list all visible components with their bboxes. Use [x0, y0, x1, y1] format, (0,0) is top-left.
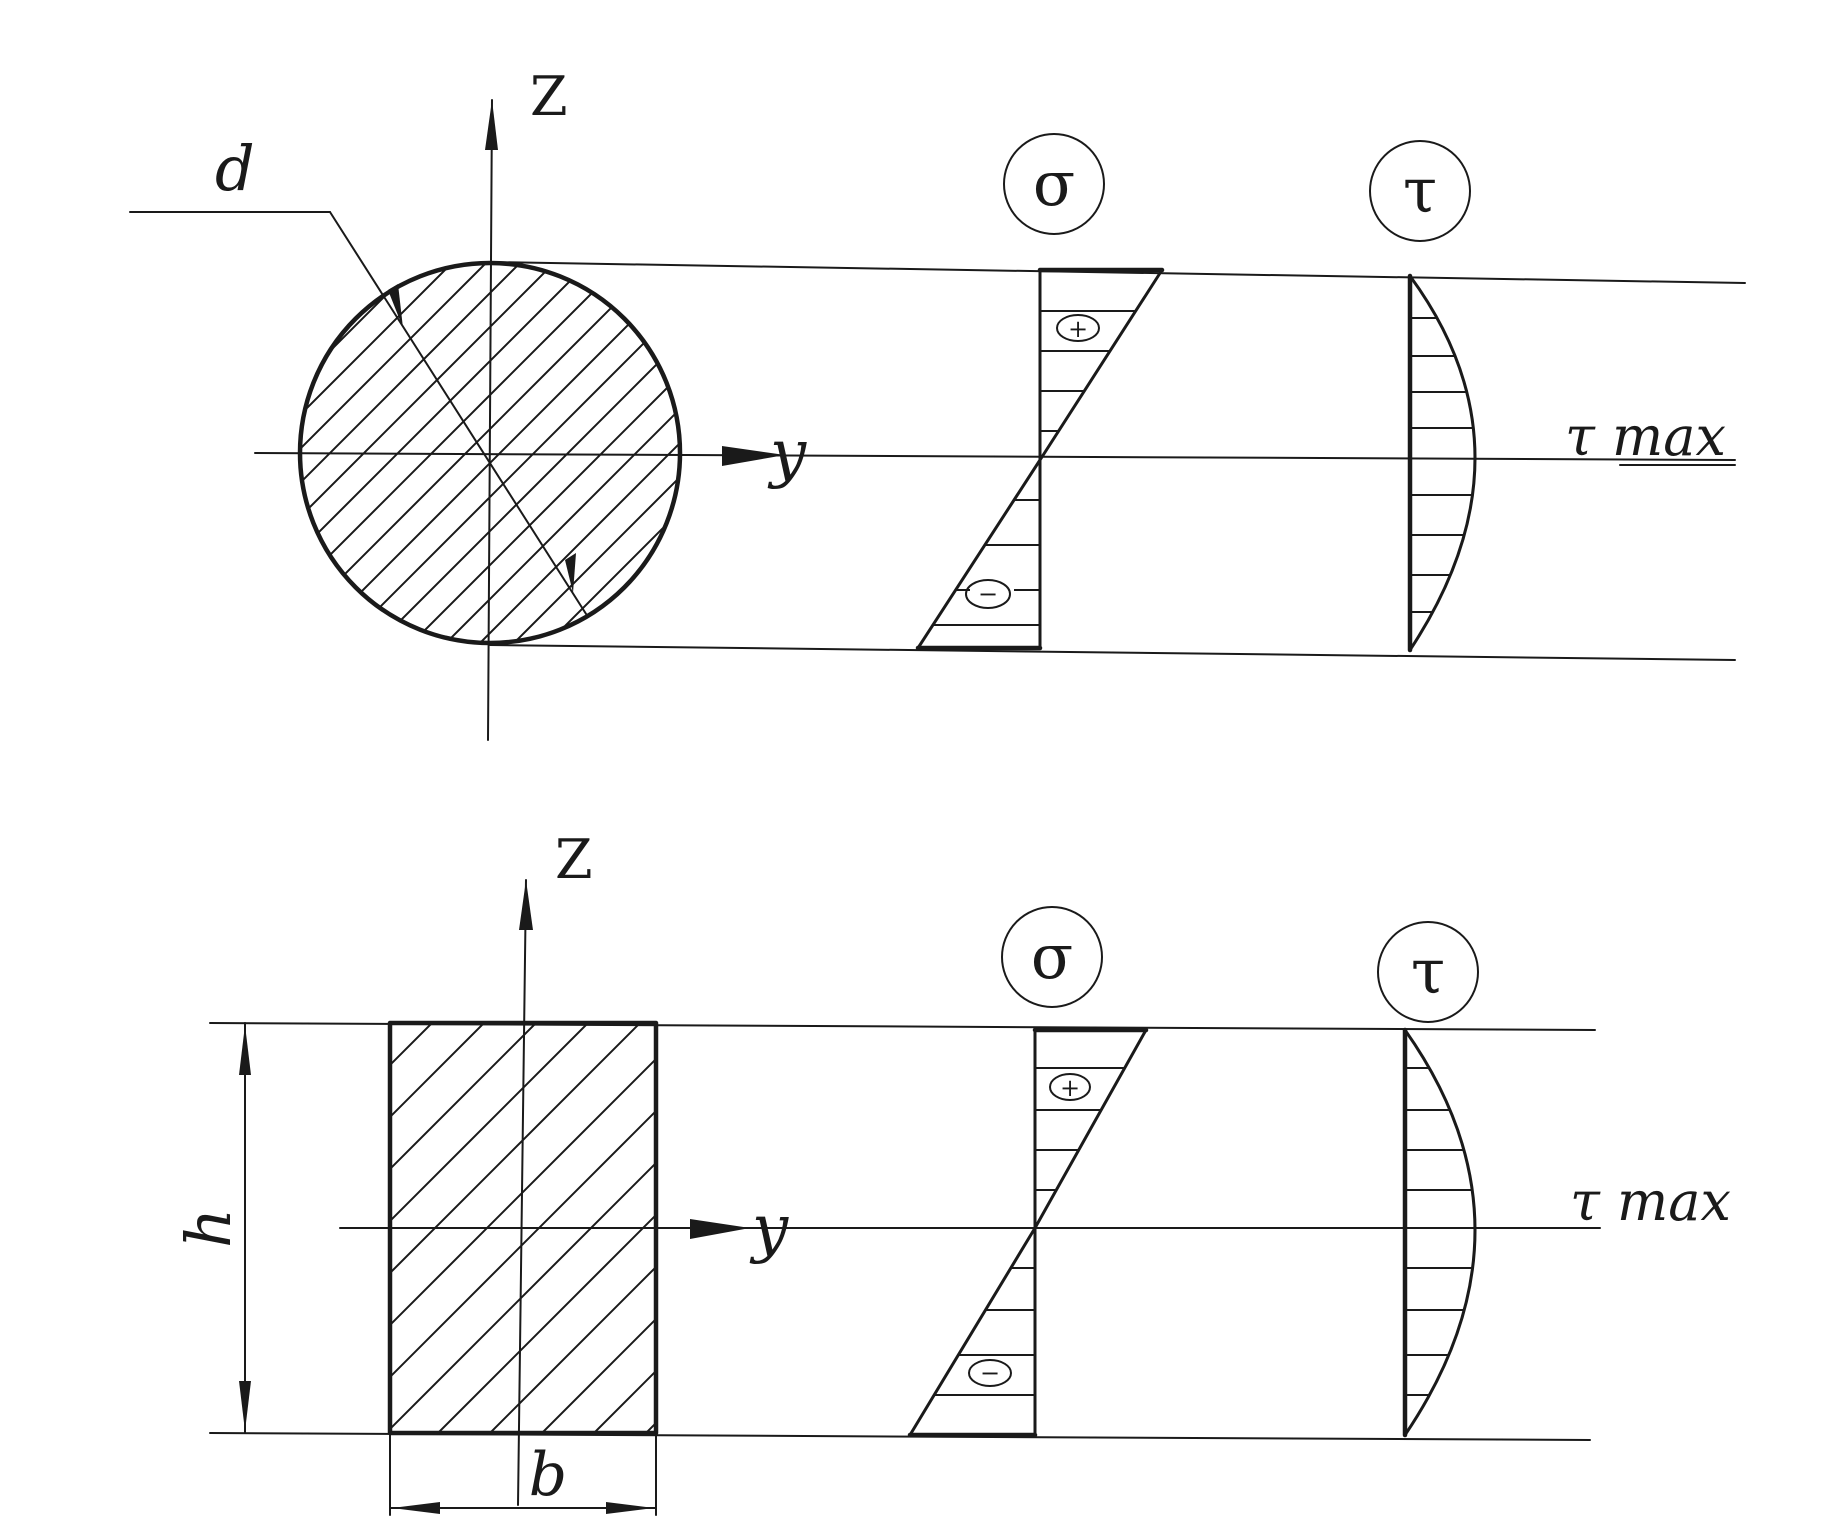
hatch-line: [390, 1057, 656, 1327]
hatch-line: [390, 1023, 642, 1275]
sigma-symbol-circle: [1003, 133, 1105, 235]
tau-max-label: τ max: [1565, 405, 1726, 468]
minus-sign-circle: [965, 579, 1011, 609]
diameter-label: d: [215, 132, 255, 205]
tau-symbol-circle: [1369, 140, 1471, 242]
hatch-line: [506, 263, 680, 643]
hatch-line: [390, 1161, 656, 1431]
diameter-arrow-upper-icon: [388, 284, 403, 328]
tau-diagram-bottom: τ τ max: [1377, 921, 1731, 1438]
sigma-symbol-circle-rect: [1001, 906, 1103, 1008]
z-axis-label-rect: Z: [555, 828, 593, 891]
sigma-outline-negative-rect: [908, 1226, 1037, 1437]
hatch-line: [300, 263, 597, 643]
hatch-line: [1051, 255, 1446, 650]
hatch-line: [540, 1317, 656, 1433]
minus-sign-circle-rect: [968, 1359, 1012, 1387]
y-axis-label: y: [767, 417, 807, 491]
z-axis-arrow-icon: [485, 100, 498, 150]
neutral-axis-line: [254, 452, 1736, 461]
z-axis: [487, 99, 493, 741]
sigma-diagram-bottom: σ + −: [907, 906, 1149, 1438]
tau-max-label-rect: τ max: [1570, 1170, 1731, 1233]
width-arrow-left-icon: [392, 1502, 440, 1514]
tau-symbol: τ: [1403, 154, 1437, 227]
sigma-symbol: σ: [1033, 147, 1075, 220]
hatch-line: [300, 263, 495, 643]
plus-sign-circle: [1056, 314, 1100, 342]
height-arrow-bottom-icon: [239, 1381, 251, 1431]
sigma-outline-positive: [1038, 268, 1164, 462]
hatch-line: [488, 1265, 656, 1433]
tau-parabola-top: [1408, 274, 1477, 652]
plus-sign-rect: +: [1060, 1074, 1080, 1102]
hatch-line: [370, 263, 680, 643]
plus-sign-circle-rect: [1049, 1073, 1091, 1101]
height-arrow-top-icon: [239, 1025, 251, 1075]
sigma-symbol-rect: σ: [1031, 920, 1073, 993]
hatch-line: [608, 263, 680, 643]
y-axis-arrow-icon: [722, 446, 785, 466]
y-axis-arrow-rect-icon: [690, 1219, 750, 1239]
sigma-outline-positive-rect: [1033, 1028, 1148, 1230]
diameter-arrow-lower-icon: [565, 553, 576, 593]
hatch-line: [540, 263, 680, 643]
diameter-dimension-line: [329, 211, 589, 618]
plus-sign: +: [1068, 315, 1088, 343]
hatch-line: [438, 263, 680, 643]
width-label: b: [529, 1440, 567, 1510]
hatch-line: [300, 263, 427, 643]
hatch-line: [390, 1109, 656, 1379]
tau-parabola-bottom: [1403, 1028, 1477, 1437]
rectangular-cross-section: [387, 1020, 659, 1436]
hatch-line: [404, 263, 680, 643]
z-axis-arrow-rect-icon: [519, 880, 533, 930]
minus-sign: −: [978, 580, 998, 608]
rect-section-group: Z y h b σ: [172, 828, 1731, 1516]
hatch-line: [300, 263, 529, 643]
tau-symbol-circle-rect: [1377, 921, 1479, 1023]
circle-section-group: Z y d σ: [0, 65, 1746, 741]
hatch-line: [300, 263, 461, 643]
sigma-outline-negative: [916, 458, 1042, 650]
sigma-diagram-top: σ + −: [915, 133, 1165, 651]
hatch-line: [390, 1023, 486, 1119]
height-label: h: [172, 1208, 245, 1248]
tau-diagram-top: τ τ max: [1369, 140, 1736, 653]
hatch-line: [390, 1023, 538, 1171]
hatch-line: [983, 255, 1378, 650]
z-axis-label: Z: [530, 65, 568, 128]
tau-symbol-rect: τ: [1411, 935, 1445, 1008]
z-axis-rect: [517, 879, 527, 1506]
hatch-line: [436, 1213, 656, 1433]
hatch-line: [472, 263, 680, 643]
hatch-line: [0, 255, 290, 650]
hatch-line: [300, 263, 563, 643]
top-reference-line: [489, 261, 1746, 284]
minus-sign-rect: −: [980, 1359, 1000, 1387]
bottom-reference-line: [489, 644, 1736, 661]
y-axis-label-rect: y: [749, 1192, 789, 1266]
width-arrow-right-icon: [606, 1502, 654, 1514]
